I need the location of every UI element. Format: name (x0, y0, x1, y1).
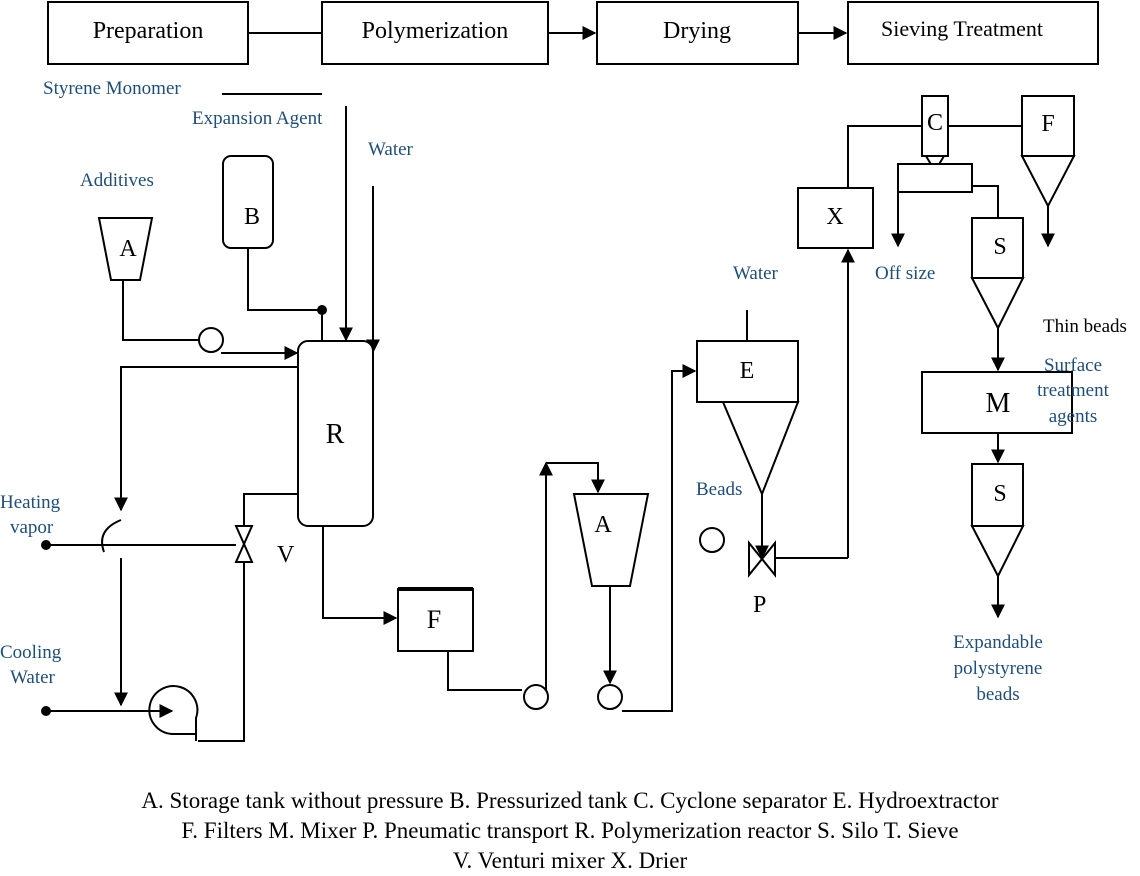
label-vapor: vapor (10, 517, 54, 538)
legend-line-1: A. Storage tank without pressure B. Pres… (141, 788, 999, 813)
stage-preparation: Preparation (93, 18, 204, 44)
tank-a2-storage (572, 493, 650, 587)
silo-s1-label: S (993, 234, 1006, 260)
stage-header: Preparation Polymerization Drying Sievin… (47, 1, 1099, 65)
to-hydroextractor (622, 364, 697, 712)
legend-line-3: V. Venturi mixer X. Drier (452, 848, 688, 873)
pneumatic-valve-p (748, 540, 776, 578)
tank-a-storage (97, 217, 154, 281)
label-cooling-water: Water (10, 667, 56, 688)
stage-sieving: Sieving Treatment (881, 16, 1043, 41)
label-thin-beads: Thin beads (1043, 316, 1127, 337)
circulation-pump-icon (148, 685, 199, 741)
label-water-wash: Water (733, 263, 779, 284)
filter-f-label: F (427, 605, 441, 634)
mixer-m-label: M (986, 388, 1011, 419)
valve-to-reactor (243, 493, 298, 526)
filter-f (397, 588, 474, 652)
valve-v-label: V (277, 542, 295, 568)
crossover-hook (101, 519, 122, 553)
label-treatment: treatment (1037, 380, 1109, 401)
tank-b-label: B (244, 204, 260, 230)
label-product-1: Expandable (953, 632, 1043, 653)
pump-icon-2 (597, 684, 623, 710)
silo-s2 (971, 463, 1024, 527)
hydroextractor-cone (721, 401, 800, 497)
tank-a-label: A (119, 236, 137, 262)
label-cooling: Cooling (0, 642, 62, 663)
reactor-r-label: R (326, 419, 345, 450)
hydroextractor-e-label: E (740, 358, 755, 384)
silo-s1 (971, 217, 1024, 279)
reactor-r (297, 340, 374, 527)
filter-outlet-line (447, 651, 522, 691)
silo-s2-label: S (993, 481, 1006, 507)
label-off-size: Off size (875, 263, 935, 284)
stage-box-polymerization (321, 1, 549, 65)
to-tank-a2 (546, 462, 605, 494)
cyclone-c-label: C (927, 110, 943, 136)
sieve-unit (897, 163, 973, 193)
cyclone-c (921, 95, 949, 157)
transfer-pump-icon (523, 684, 549, 710)
label-heating: Heating (0, 492, 61, 513)
mixer-m (921, 371, 1073, 434)
label-product-3: beads (976, 684, 1019, 705)
tank-b-line (247, 248, 323, 340)
reactor-outlet-line (322, 526, 398, 625)
silo-s1-cone (970, 277, 1025, 331)
label-additives: Additives (80, 170, 154, 191)
sieve-to-silo (972, 185, 999, 218)
valve-v (234, 525, 254, 563)
drier-to-cyclone (847, 125, 1022, 188)
junction-dot (317, 305, 327, 315)
pneumatic-p-label: P (753, 592, 766, 618)
filter-f2 (1021, 95, 1075, 157)
drier-x (797, 187, 874, 249)
tank-a2-label: A (594, 512, 612, 538)
label-surface: Surface (1044, 355, 1102, 376)
drier-x-label: X (826, 204, 843, 230)
tank-b-pressurized (222, 155, 274, 249)
stage-box-sieving (847, 1, 1099, 65)
pump-icon (198, 327, 224, 353)
additives-line (122, 280, 198, 341)
stage-drying: Drying (663, 18, 731, 44)
filter-f2-cone (1020, 155, 1076, 209)
label-product-2: polystyrene (954, 658, 1043, 679)
silo-s2-cone (970, 525, 1025, 579)
hydroextractor-e (696, 340, 799, 403)
label-styrene-monomer: Styrene Monomer (43, 78, 181, 99)
stage-box-preparation (47, 1, 249, 65)
label-agents: agents (1049, 406, 1098, 427)
stage-polymerization: Polymerization (362, 18, 509, 44)
stage-box-drying (596, 1, 799, 65)
valve-return-line (198, 562, 245, 742)
label-beads: Beads (696, 479, 742, 500)
label-water-feed: Water (368, 139, 414, 160)
reactor-loop-line (114, 366, 298, 512)
filter-f2-label: F (1041, 111, 1054, 137)
label-expansion-agent: Expansion Agent (192, 108, 323, 129)
legend-line-2: F. Filters M. Mixer P. Pneumatic transpo… (181, 818, 959, 843)
blower-icon (699, 527, 725, 553)
